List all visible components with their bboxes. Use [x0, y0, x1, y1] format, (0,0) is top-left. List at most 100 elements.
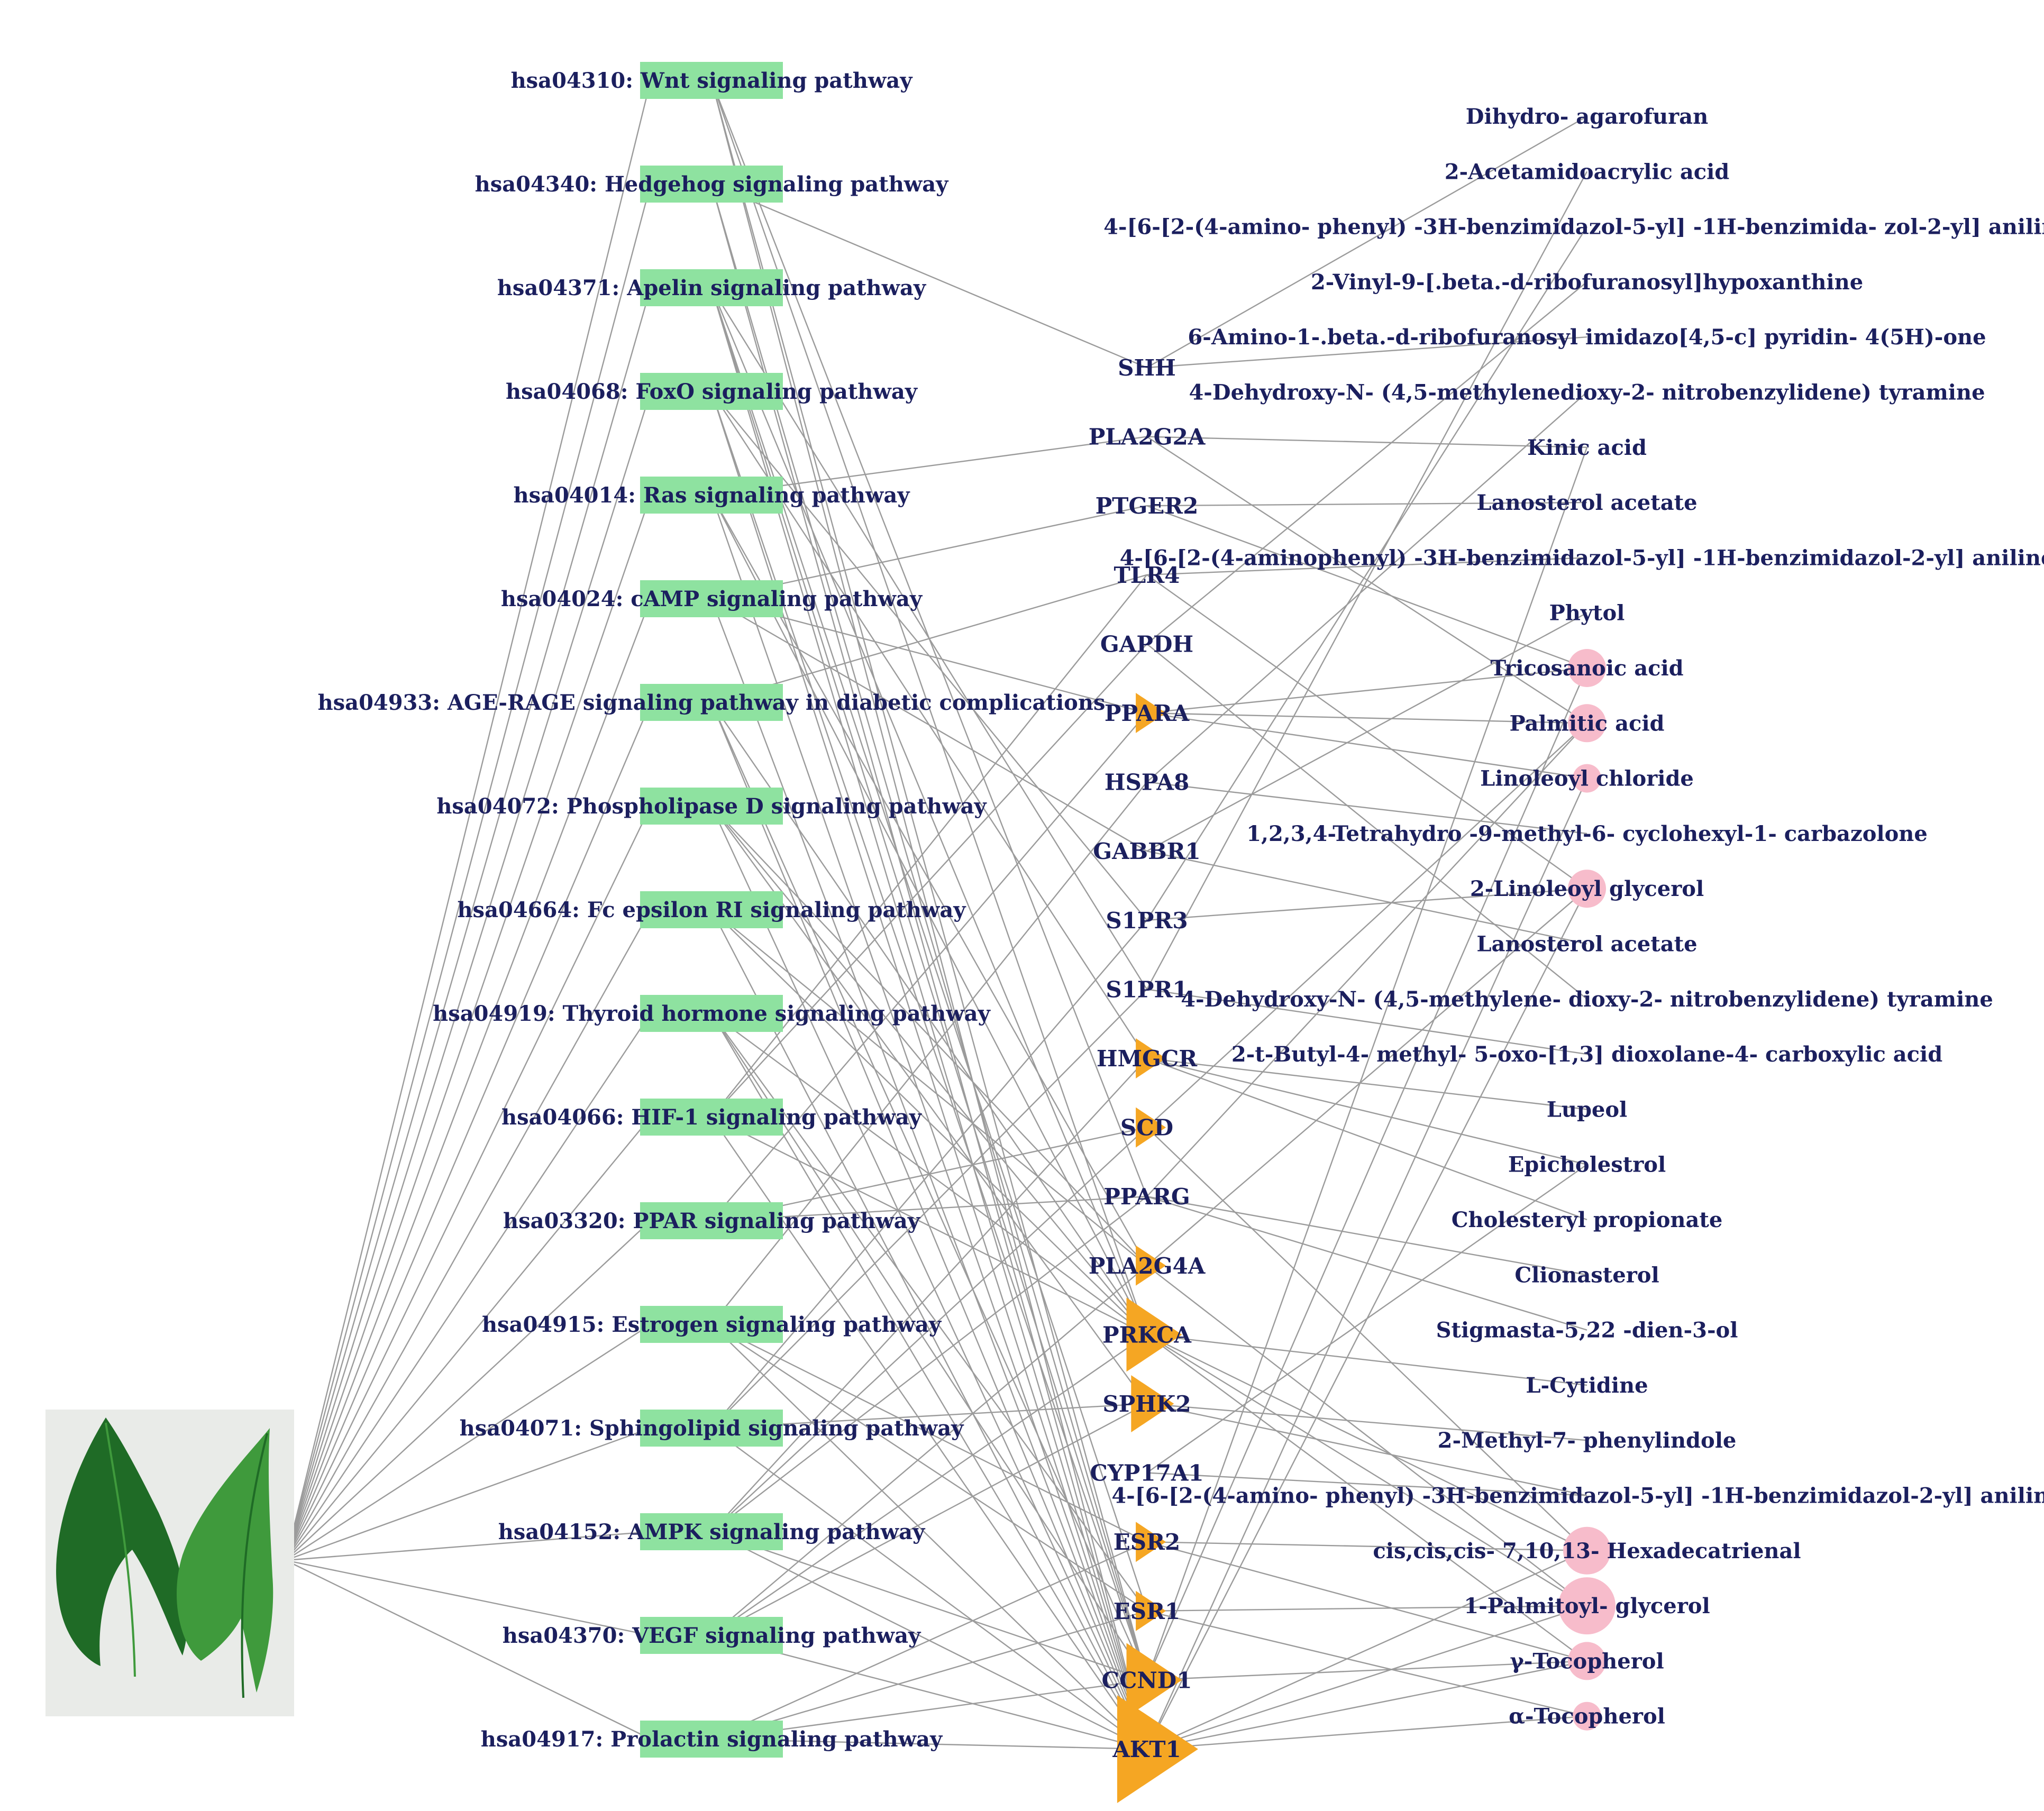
edge-pathway-target [711, 1334, 1147, 1636]
edge-target-compound [1146, 1334, 1587, 1386]
pathway-node: hsa04371: Apelin signaling pathway [497, 269, 927, 306]
compound-node-circle [1568, 649, 1606, 687]
compound-label: 6-Amino-1-.beta.-d-ribofuranosyl imidazo… [1188, 325, 1986, 350]
edge-herb-pathway [285, 1559, 651, 1636]
edge-target-compound [1146, 1605, 1587, 1612]
compound-node-circle [1568, 704, 1606, 743]
edge-herb-pathway [285, 1117, 651, 1561]
edge-herb-pathway [285, 391, 652, 1561]
pathway-label: hsa04072: Phospholipase D signaling path… [436, 794, 987, 819]
compound-node: 2-t-Butyl-4- methyl- 5-oxo-[1,3] dioxola… [1231, 1042, 1942, 1067]
edge-herb-pathway [285, 495, 652, 1561]
edge-pathway-target [710, 287, 1148, 1335]
target-node: AKT1 [1112, 1695, 1198, 1803]
pathway-label: hsa04370: VEGF signaling pathway [503, 1623, 921, 1648]
target-label: SCD [1120, 1115, 1173, 1141]
compound-node: Linoleoyl chloride [1480, 764, 1694, 793]
edge-herb-pathway [285, 1559, 651, 1740]
edge-pathway-target [711, 1531, 1147, 1681]
compound-node: cis,cis,cis- 7,10,13- Hexadecatrienal [1373, 1526, 1801, 1575]
edge-target-compound [1146, 1334, 1587, 1607]
compound-node: 4-Dehydroxy-N- (4,5-methylenedioxy-2- ni… [1189, 380, 1985, 405]
edge-herb-pathway [285, 909, 652, 1561]
pathway-node-box [640, 1099, 783, 1136]
target-label: S1PR1 [1106, 976, 1188, 1002]
target-node: HSPA8 [1105, 770, 1189, 795]
edge-target-compound [1146, 667, 1587, 714]
edge-herb-pathway [285, 1013, 651, 1561]
edge-target-compound [1146, 1057, 1587, 1110]
pathway-label: hsa04152: AMPK signaling pathway [498, 1520, 926, 1544]
pathway-node: hsa04340: Hedgehog signaling pathway [475, 166, 949, 203]
target-node: PLA2G2A [1089, 424, 1206, 450]
compound-label: 4-[6-[2-(4-aminophenyl) -3H-benzimidazol… [1120, 545, 2044, 570]
target-label: TLR4 [1114, 562, 1180, 588]
compound-label: 2-t-Butyl-4- methyl- 5-oxo-[1,3] dioxola… [1231, 1042, 1942, 1067]
compound-node: 4-[6-[2-(4-aminophenyl) -3H-benzimidazol… [1120, 545, 2044, 570]
target-label: HSPA8 [1105, 770, 1189, 795]
pathway-label: hsa03320: PPAR signaling pathway [503, 1209, 921, 1233]
edge-pathway-target [710, 287, 1148, 1612]
compound-node: Lupeol [1547, 1097, 1628, 1122]
edge-target-compound [1146, 501, 1587, 507]
pathway-layer: hsa04310: Wnt signaling pathwayhsa04340:… [318, 62, 1105, 1758]
edge-pathway-target [711, 1323, 1147, 1612]
compound-label: Phytol [1549, 601, 1625, 626]
edge-target-compound [1146, 1057, 1587, 1165]
edge-herb-pathway [285, 1427, 651, 1561]
mulberry-leaves-icon [56, 1417, 273, 1698]
pathway-node: hsa04072: Phospholipase D signaling path… [436, 788, 987, 825]
compound-label: Lanosterol acetate [1476, 932, 1697, 957]
target-node: PLA2G4A [1089, 1245, 1206, 1286]
target-label: PPARA [1105, 700, 1190, 726]
edge-target-compound [1146, 391, 1587, 783]
edge-pathway-target [711, 1541, 1147, 1740]
pathway-node: hsa04071: Sphingolipid signaling pathway [460, 1410, 965, 1447]
edge-pathway-target [711, 598, 1147, 714]
compound-label: 2-Vinyl-9-[.beta.-d-ribofuranosyl]hypoxa… [1311, 270, 1863, 295]
target-node: SPHK2 [1102, 1375, 1191, 1432]
edge-target-compound [1146, 1334, 1587, 1551]
edge-target-compound [1146, 1403, 1587, 1441]
herb-image [45, 1410, 294, 1716]
target-node-triangle [1136, 693, 1166, 733]
compound-node: Cholesteryl propionate [1452, 1208, 1723, 1232]
target-node-triangle [1136, 1107, 1166, 1148]
target-label: CYP17A1 [1090, 1460, 1203, 1486]
pathway-node: hsa04664: Fc epsilon RI signaling pathwa… [457, 891, 966, 928]
target-node-triangle [1136, 1522, 1166, 1562]
edge-target-compound [1146, 447, 1588, 1680]
compound-node: 2-Linoleoyl glycerol [1470, 870, 1704, 908]
edge-target-compound [1146, 1541, 1587, 1662]
target-label: SHH [1118, 355, 1176, 381]
compound-label: Lupeol [1547, 1097, 1628, 1122]
pathway-label: hsa04024: cAMP signaling pathway [501, 587, 923, 611]
edge-pathway-target [711, 1403, 1147, 1429]
target-node: S1PR1 [1106, 976, 1188, 1002]
compound-label: Cholesteryl propionate [1452, 1208, 1723, 1232]
edge-target-compound [1146, 1472, 1587, 1496]
target-node: PTGER2 [1096, 493, 1199, 519]
pathway-label: hsa04071: Sphingolipid signaling pathway [460, 1416, 965, 1441]
compound-node: Lanosterol acetate [1476, 490, 1697, 515]
edge-target-compound [1146, 1550, 1587, 1750]
compound-node-circle [1568, 1642, 1606, 1680]
pathway-node-box [640, 995, 783, 1032]
pathway-node: hsa04917: Prolactin signaling pathway [481, 1721, 943, 1758]
edge-target-compound [1146, 778, 1588, 1750]
compound-node-circle [1568, 870, 1606, 908]
pathway-node: hsa04370: VEGF signaling pathway [503, 1617, 921, 1654]
edge-pathway-target [711, 909, 1147, 1266]
edge-pathway-target [711, 920, 1147, 1429]
edge-target-compound [1146, 667, 1588, 1680]
compound-node: 2-Methyl-7- phenylindole [1438, 1428, 1737, 1453]
pathway-node-box [640, 891, 783, 928]
compound-label: 4-[6-[2-(4-amino- phenyl) -3H-benzimidaz… [1111, 1484, 2044, 1508]
edge-target-compound [1146, 712, 1587, 724]
edge-pathway-target [711, 436, 1147, 496]
edge-pathway-target [711, 1058, 1147, 1532]
compound-label: Lanosterol acetate [1476, 490, 1697, 515]
target-label: S1PR3 [1106, 908, 1188, 934]
compound-node: γ-Tocopherol [1510, 1642, 1664, 1680]
pathway-node-box [640, 1513, 783, 1550]
